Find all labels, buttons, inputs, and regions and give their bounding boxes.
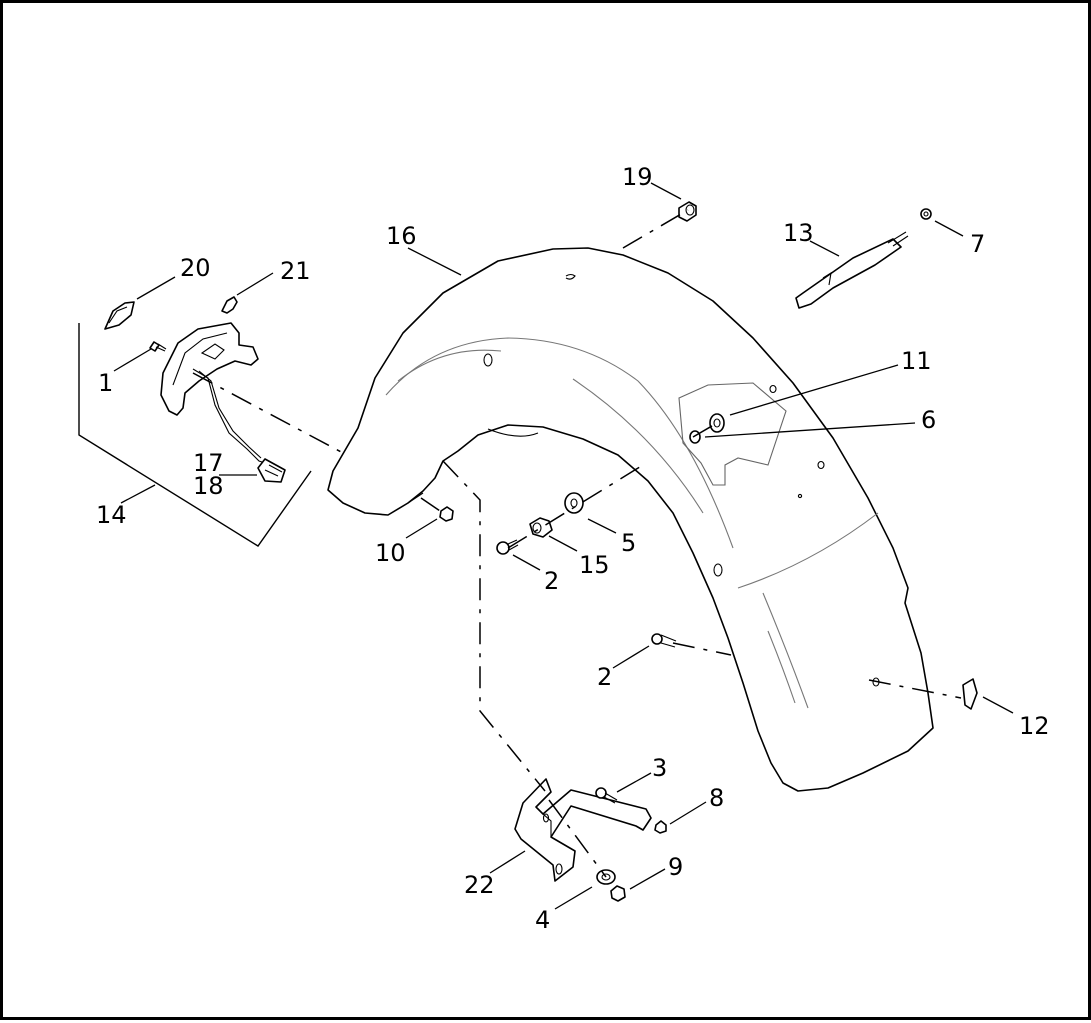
nut-9: [610, 885, 626, 902]
callout-15: 15: [579, 551, 610, 579]
callout-16: 16: [386, 222, 417, 250]
nut-8: [654, 820, 667, 834]
leader-lines: [113, 182, 1014, 910]
callout-labels: 1 2 2 3 4 5 6 7 8 9 10 11 12 13 14 15 16…: [96, 163, 1050, 934]
callout-13: 13: [783, 219, 814, 247]
callout-21: 21: [280, 257, 311, 285]
callout-10: 10: [375, 539, 406, 567]
callout-18: 18: [193, 472, 224, 500]
callout-17: 17: [193, 449, 224, 477]
callout-2-lower: 2: [597, 663, 612, 691]
callout-2-upper: 2: [544, 567, 559, 595]
callout-8: 8: [709, 784, 724, 812]
callout-22: 22: [464, 871, 495, 899]
exploded-parts-diagram: 1 2 2 3 4 5 6 7 8 9 10 11 12 13 14 15 16…: [78, 163, 1050, 934]
callout-3: 3: [652, 754, 667, 782]
callout-1: 1: [98, 369, 113, 397]
callout-7: 7: [970, 230, 985, 258]
rubber-bumper: [678, 201, 697, 222]
group-bracket: [78, 323, 312, 547]
clip: [962, 678, 978, 710]
lock-washer: [689, 430, 701, 444]
nut-11: [709, 413, 725, 433]
bolt-upper: [496, 539, 519, 555]
assembly-lines: [192, 209, 962, 878]
spacer: [529, 517, 553, 538]
callout-4: 4: [535, 906, 550, 934]
support-strap: [795, 231, 909, 309]
tail-lamp-assembly: [160, 322, 286, 483]
bolt-lower: [651, 633, 677, 648]
callout-20: 20: [180, 254, 211, 282]
lamp-lens: [104, 301, 135, 330]
callout-5: 5: [621, 529, 636, 557]
rear-fender: [327, 247, 934, 792]
small-nut: [920, 208, 932, 220]
flat-washer: [564, 492, 584, 514]
callout-12: 12: [1019, 712, 1050, 740]
nut-10: [439, 506, 454, 522]
bolt-3: [595, 787, 618, 804]
callout-14: 14: [96, 501, 127, 529]
callout-11: 11: [901, 347, 932, 375]
mounting-bracket: [514, 778, 652, 882]
bulb: [221, 296, 238, 314]
callout-6: 6: [921, 406, 936, 434]
callout-19: 19: [622, 163, 653, 191]
callout-9: 9: [668, 853, 683, 881]
lamp-screw: [149, 341, 167, 352]
